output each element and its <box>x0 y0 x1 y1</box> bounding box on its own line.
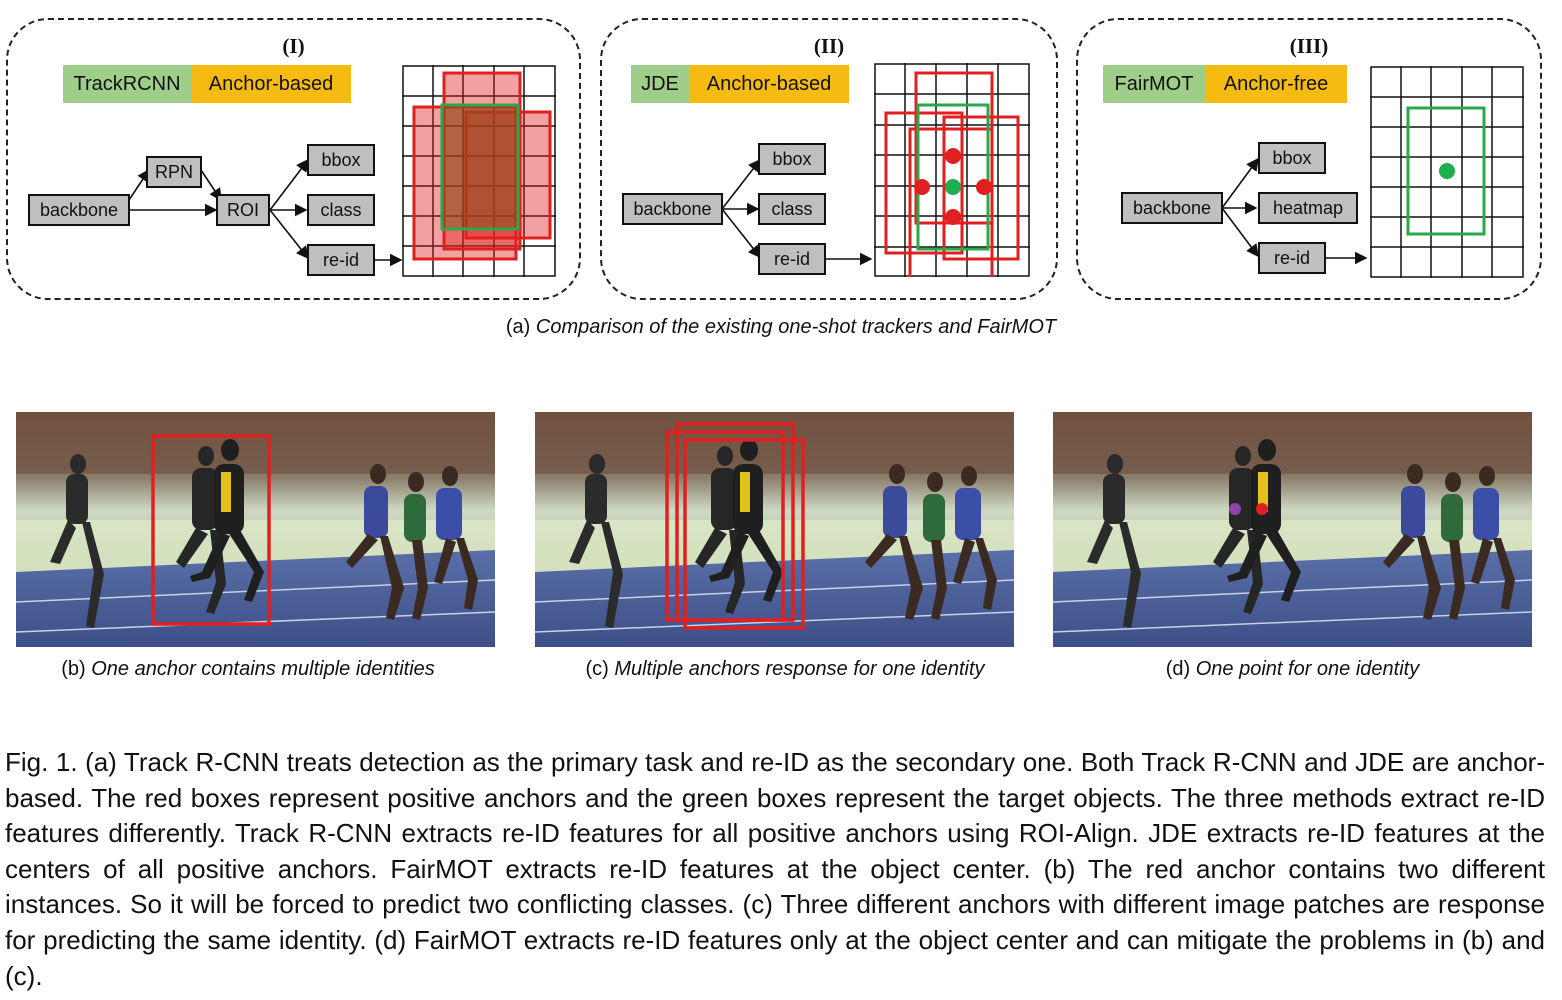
bbox-box: bbox <box>1258 142 1326 174</box>
class-box: class <box>307 194 375 226</box>
caption-d-text: One point for one identity <box>1195 658 1420 680</box>
reid-box: re-id <box>307 244 375 276</box>
reid-box: re-id <box>758 243 826 275</box>
anchor-type-tag: Anchor-free <box>1205 65 1347 103</box>
flow-arrows <box>1221 157 1368 265</box>
backbone-box: backbone <box>28 194 130 226</box>
panel-fairmot: (III) FairMOT Anchor-free backbone bbox … <box>1076 18 1542 300</box>
anchor-grid-fairmot <box>1370 66 1524 278</box>
backbone-box: backbone <box>1121 192 1223 224</box>
panel-trackrcnn: (I) TrackRCNN Anchor-based backbone RPN … <box>6 18 581 300</box>
caption-a: (a) Comparison of the existing one-shot … <box>0 316 1562 339</box>
caption-b-prefix: (b) <box>61 658 92 680</box>
reid-box: re-id <box>1258 242 1326 274</box>
photo-multiple-anchors <box>535 412 1014 647</box>
photo-one-point <box>1053 412 1532 647</box>
red-anchor-boxes <box>665 422 805 630</box>
photo-one-anchor <box>16 412 495 647</box>
anchor-grid-trackrcnn <box>402 65 556 277</box>
caption-b-text: One anchor contains multiple identities <box>91 658 435 680</box>
caption-b: (b) One anchor contains multiple identit… <box>16 658 480 681</box>
panel-numeral: (II) <box>813 34 845 58</box>
anchor-type-tag: Anchor-based <box>191 65 351 103</box>
method-tag: JDE <box>631 65 689 103</box>
backbone-box: backbone <box>622 193 723 225</box>
caption-c-prefix: (c) <box>585 658 615 680</box>
figure-caption: Fig. 1. (a) Track R-CNN treats detection… <box>5 747 1545 991</box>
method-tag: TrackRCNN <box>63 65 191 103</box>
roi-box: ROI <box>216 194 270 226</box>
caption-d-prefix: (d) <box>1165 658 1196 680</box>
caption-c-text: Multiple anchors response for one identi… <box>614 658 985 680</box>
caption-d: (d) One point for one identity <box>1053 658 1532 681</box>
panel-numeral: (I) <box>282 34 305 58</box>
caption-a-prefix: (a) <box>505 316 536 338</box>
caption-a-text: Comparison of the existing one-shot trac… <box>535 316 1057 338</box>
panel-numeral: (III) <box>1289 34 1329 58</box>
other-identity-point <box>1229 503 1241 515</box>
identity-center-point <box>1256 503 1268 515</box>
caption-c: (c) Multiple anchors response for one id… <box>520 658 1050 681</box>
heatmap-box: heatmap <box>1258 192 1358 224</box>
anchor-type-tag: Anchor-based <box>689 65 849 103</box>
anchor-grid-jde <box>874 63 1030 277</box>
bbox-box: bbox <box>307 144 375 176</box>
panel-jde: (II) JDE Anchor-based backbone bbox clas… <box>600 18 1058 300</box>
bbox-box: bbox <box>758 143 826 175</box>
method-tag: FairMOT <box>1103 65 1205 103</box>
red-anchor-box <box>151 434 271 626</box>
flow-arrows <box>721 158 873 266</box>
class-box: class <box>758 193 826 225</box>
rpn-box: RPN <box>146 156 202 188</box>
